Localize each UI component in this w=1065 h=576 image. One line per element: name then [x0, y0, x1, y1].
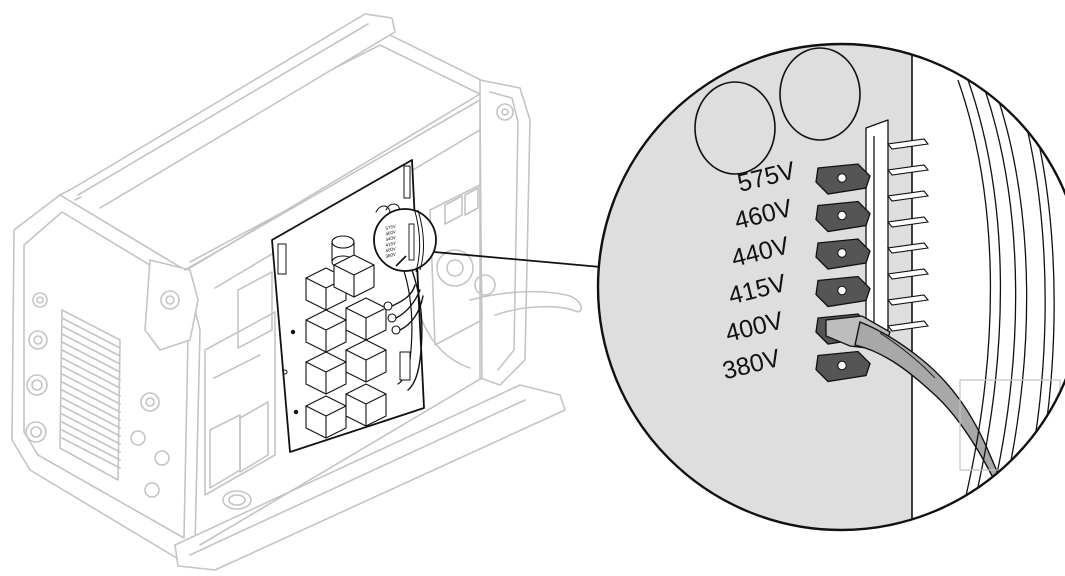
pcb-edge-panel	[912, 44, 1065, 530]
header-pin	[886, 190, 930, 202]
capacitor-top-right	[779, 47, 861, 141]
base-skid	[174, 384, 566, 571]
detail-callout-magnified	[596, 42, 1065, 532]
front-grille	[59, 309, 121, 481]
tap-hole	[837, 360, 847, 371]
header-pin	[886, 242, 930, 254]
header-pin	[886, 320, 930, 332]
mini-voltage-label: 415V	[385, 240, 396, 247]
tap-hole	[837, 248, 847, 258]
header-pin	[886, 138, 930, 150]
header-pin	[886, 294, 930, 306]
header-pin	[886, 268, 930, 280]
mini-voltage-label: 400V	[385, 246, 396, 253]
top-handle	[69, 13, 396, 209]
header-pin	[886, 164, 930, 176]
tap-hole	[837, 285, 847, 296]
tap-connector-header	[865, 119, 889, 339]
capacitor-top-left	[694, 81, 776, 175]
relay-group	[305, 254, 387, 439]
mini-voltage-label: 440V	[385, 235, 396, 242]
mini-voltage-label: 575V	[385, 224, 396, 231]
machine-housing-ghost	[11, 13, 582, 571]
callout-leader-line	[433, 251, 613, 269]
tap-hole	[837, 210, 847, 221]
rear-end-cap	[479, 79, 531, 386]
mini-voltage-label: 380V	[385, 252, 396, 259]
tap-hole	[837, 173, 847, 183]
header-pins	[886, 138, 930, 332]
mini-voltage-label: 460V	[385, 229, 396, 236]
header-pin	[886, 216, 930, 228]
